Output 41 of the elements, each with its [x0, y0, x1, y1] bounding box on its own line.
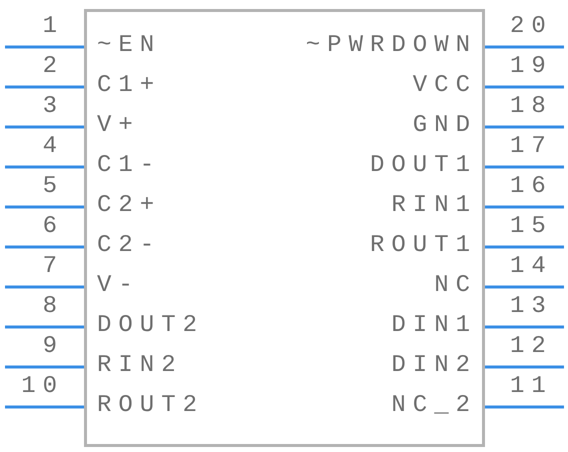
pin-name: DOUT2 [97, 313, 204, 339]
pin-number: 1 [42, 14, 64, 40]
pin-name: DIN1 [391, 313, 477, 339]
pin-name: RIN1 [391, 193, 477, 219]
pin-name: C2- [97, 233, 162, 259]
pin-number: 8 [42, 294, 64, 320]
pin-number: 16 [510, 174, 553, 200]
pin-number: 4 [42, 134, 64, 160]
pin-number: 17 [510, 134, 553, 160]
pin-name: V- [97, 273, 140, 299]
pin-name: C1- [97, 153, 162, 179]
pin-name: V+ [97, 113, 140, 139]
pin-number: 9 [42, 334, 64, 360]
pin-number: 3 [42, 94, 64, 120]
pin-name: ROUT1 [370, 233, 477, 259]
pin-number: 19 [510, 54, 553, 80]
pin-number: 14 [510, 254, 553, 280]
pin-name: GND [412, 113, 477, 139]
pin-number: 20 [510, 14, 553, 40]
pin-number: 6 [42, 214, 64, 240]
pin-name: DIN2 [391, 353, 477, 379]
pin-number: 13 [510, 294, 553, 320]
pin-name: RIN2 [97, 353, 183, 379]
pin-name: VCC [412, 73, 477, 99]
pin-number: 7 [42, 254, 64, 280]
pin-name: NC [434, 273, 477, 299]
chip-body [84, 9, 485, 447]
pin-number: 15 [510, 214, 553, 240]
pin-number: 18 [510, 94, 553, 120]
pin-name: C2+ [97, 193, 162, 219]
pin-number: 10 [21, 374, 64, 400]
pin-name: NC_2 [391, 393, 477, 419]
pin-number: 5 [42, 174, 64, 200]
pin-name: C1+ [97, 73, 162, 99]
pin-name: DOUT1 [370, 153, 477, 179]
pin-number: 11 [510, 374, 553, 400]
pin-name: ROUT2 [97, 393, 204, 419]
pin-name: ~PWRDOWN [306, 33, 477, 59]
pin-number: 2 [42, 54, 64, 80]
pin-name: ~EN [97, 33, 162, 59]
pin-number: 12 [510, 334, 553, 360]
